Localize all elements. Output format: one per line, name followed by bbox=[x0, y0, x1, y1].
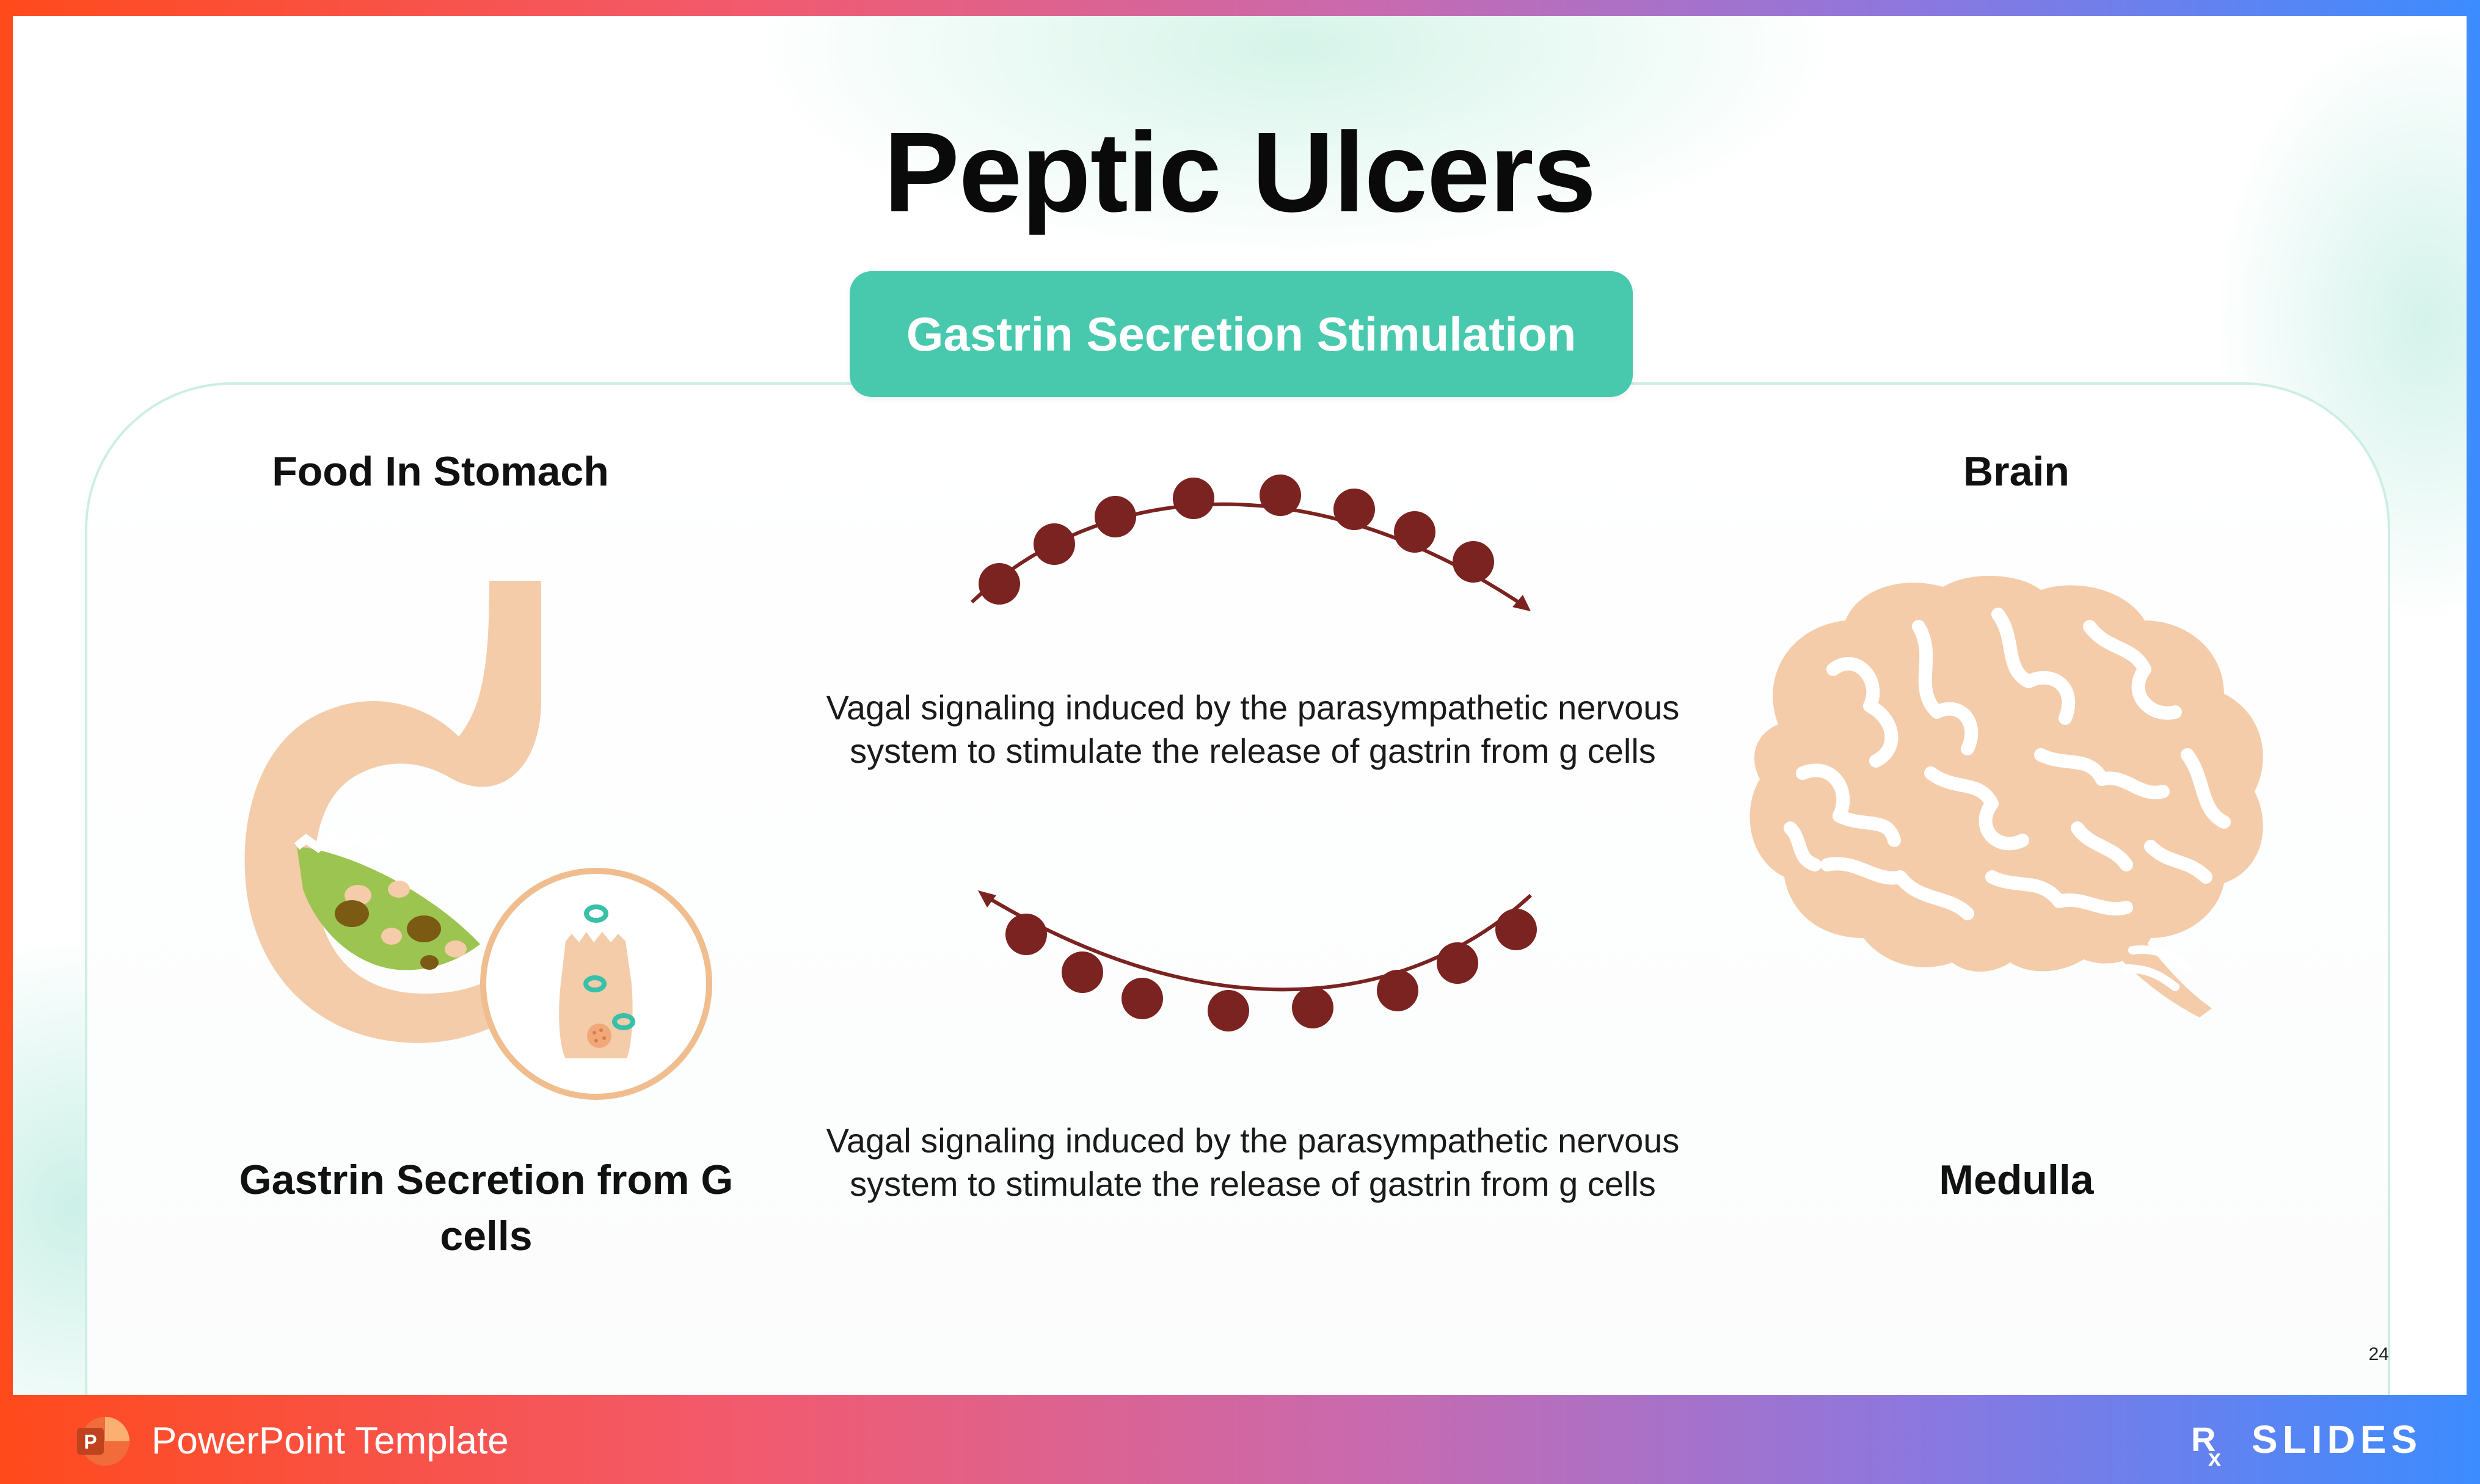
vagal-node bbox=[1394, 511, 1435, 553]
arrow-path bbox=[983, 893, 1533, 992]
rx-logo-icon: R x bbox=[2191, 1420, 2221, 1471]
nucleus-dot bbox=[602, 1036, 606, 1040]
page-number: 24 bbox=[2368, 1344, 2389, 1364]
vagal-node bbox=[1121, 978, 1163, 1019]
curved-arrow-right-icon bbox=[970, 475, 1531, 611]
slide-title: Peptic Ulcers bbox=[883, 109, 1597, 236]
vagal-node bbox=[1260, 475, 1301, 516]
label-gastrin-secretion: Gastrin Secretion from G cells bbox=[239, 1157, 734, 1259]
footer-template-label: PowerPoint Template bbox=[151, 1420, 509, 1462]
description-top: Vagal signaling induced by the parasympa… bbox=[826, 688, 1680, 770]
stomach-icon bbox=[244, 581, 550, 1043]
vagal-node bbox=[1034, 523, 1075, 565]
arrowhead bbox=[978, 890, 996, 907]
g-cell-icon bbox=[480, 868, 712, 1100]
nucleus-dot bbox=[594, 1039, 598, 1042]
powerpoint-icon: P bbox=[77, 1417, 129, 1466]
footer-bar: P PowerPoint Template R x SLIDES bbox=[0, 1395, 2480, 1484]
food-particle bbox=[407, 915, 441, 942]
vagal-node bbox=[1453, 541, 1494, 583]
g-cell-body bbox=[559, 932, 633, 1058]
gastrin-granule bbox=[612, 1013, 635, 1030]
slide: Peptic Ulcers Gastrin Secretion Stimulat… bbox=[13, 16, 2467, 1395]
food-particle bbox=[335, 900, 369, 927]
section-banner: Gastrin Secretion Stimulation bbox=[850, 271, 1633, 397]
curved-arrow-left-icon bbox=[978, 890, 1537, 1031]
food-particle bbox=[420, 955, 439, 970]
vagal-node bbox=[1173, 478, 1214, 519]
brand-logo-text: SLIDES bbox=[2252, 1417, 2423, 1461]
g-cell-nucleus bbox=[587, 1024, 611, 1048]
food-particle bbox=[381, 928, 402, 945]
vagal-node bbox=[1377, 970, 1418, 1011]
vagal-node bbox=[1062, 951, 1103, 993]
food-particle bbox=[445, 940, 467, 958]
label-medulla: Medulla bbox=[1939, 1157, 2094, 1203]
vagal-node bbox=[1437, 942, 1478, 984]
vagal-node bbox=[1495, 909, 1537, 950]
stomach-food-edge bbox=[294, 831, 398, 854]
ppt-letter: P bbox=[84, 1431, 97, 1453]
description-bottom: Vagal signaling induced by the parasympa… bbox=[826, 1121, 1680, 1203]
vagal-node bbox=[1208, 990, 1249, 1031]
brain-gyri bbox=[1784, 608, 2231, 920]
vagal-node bbox=[1095, 496, 1136, 537]
gastrin-granule bbox=[584, 904, 608, 923]
gastrin-granule bbox=[583, 975, 607, 992]
vagal-node bbox=[1005, 914, 1047, 955]
nucleus-dot bbox=[593, 1031, 596, 1035]
rx-r: R bbox=[2191, 1420, 2216, 1458]
stomach-body bbox=[244, 581, 550, 1043]
food-particle bbox=[388, 881, 410, 898]
label-brain: Brain bbox=[1963, 448, 2070, 495]
vagal-node bbox=[979, 563, 1020, 605]
cerebellum-lines bbox=[2122, 945, 2192, 991]
ppt-tile bbox=[77, 1428, 104, 1455]
ppt-segment bbox=[105, 1417, 129, 1441]
arrowhead bbox=[1512, 595, 1531, 611]
brain-icon bbox=[1749, 575, 2263, 1017]
rx-x: x bbox=[2208, 1446, 2221, 1471]
vagal-node bbox=[1292, 987, 1333, 1028]
nucleus-dot bbox=[599, 1028, 603, 1032]
label-food-in-stomach: Food In Stomach bbox=[272, 448, 609, 495]
vagal-node bbox=[1333, 489, 1375, 530]
